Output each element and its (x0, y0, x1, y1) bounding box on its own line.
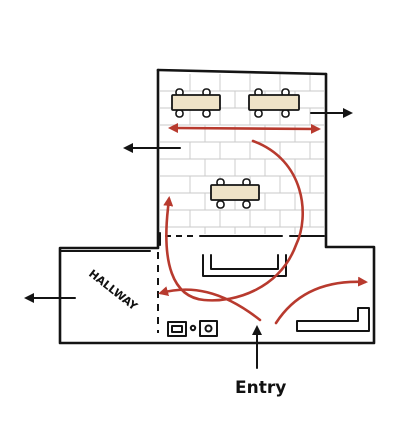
exit-arrows (24, 108, 353, 369)
counter (202, 254, 287, 277)
entry-label: Entry (235, 378, 286, 398)
l-shaped-counter (296, 307, 370, 332)
walls (58, 68, 376, 345)
table-with-chairs-icon (210, 178, 260, 209)
stove-icon (167, 320, 218, 337)
doorway-dashed-lines (157, 235, 196, 333)
hallway-label: HALLWAY (86, 267, 140, 314)
table-with-chairs-icon (248, 88, 300, 118)
flow-arrows (158, 123, 368, 325)
table-with-chairs-icon (171, 88, 221, 118)
